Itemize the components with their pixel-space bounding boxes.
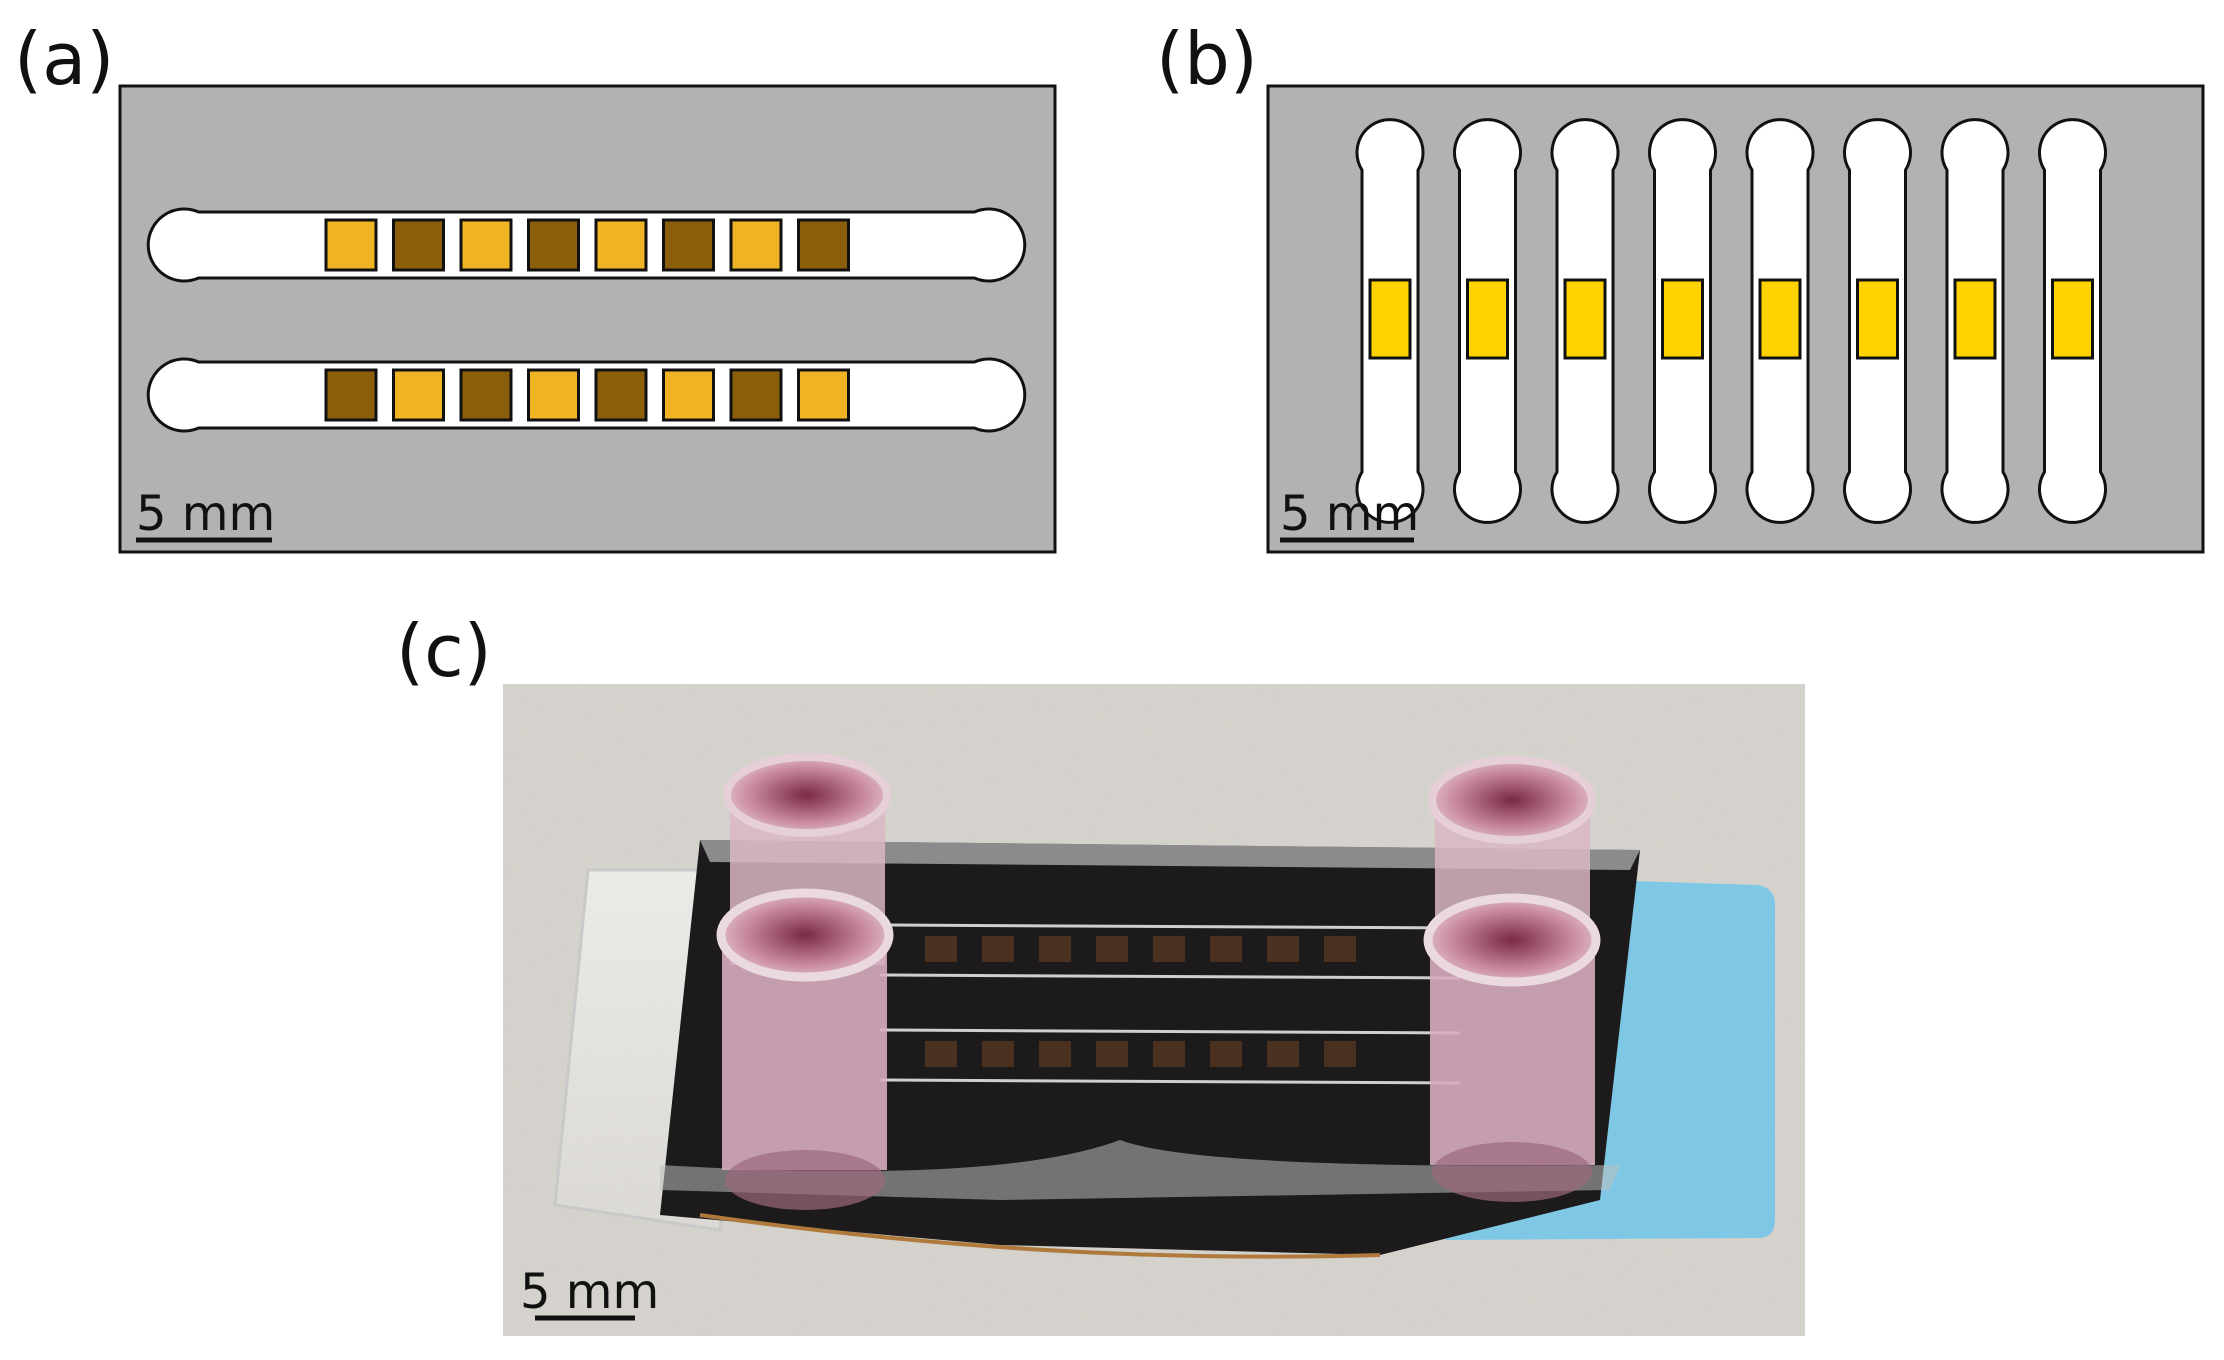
substrate-a [118, 84, 1057, 554]
panel-b: (b) 5 mm [1156, 17, 2205, 554]
panel-a: (a) 5 mm [14, 17, 1057, 554]
pad-b-8 [2051, 278, 2094, 360]
panel-c: (c) [396, 609, 1805, 1336]
photo-pad-1-8 [1324, 936, 1356, 962]
channel-a-2 [146, 357, 1027, 433]
scale-label-a: 5 mm [136, 486, 275, 542]
pad-a-1-2 [392, 218, 445, 272]
pad-a-2-2 [392, 368, 445, 422]
photo-pad-1-6 [1210, 936, 1242, 962]
photo-pad-1-1 [925, 936, 957, 962]
pads-a [324, 218, 850, 422]
reservoir-back-right [1428, 756, 1596, 960]
photo-pad-2-3 [1039, 1041, 1071, 1067]
pad-b-2 [1466, 278, 1509, 360]
photo-pad-1-2 [982, 936, 1014, 962]
pad-b-4 [1661, 278, 1704, 360]
pad-a-2-7 [729, 368, 783, 422]
photo-pad-2-8 [1324, 1041, 1356, 1067]
photo-pad-1-3 [1039, 936, 1071, 962]
photo-pad-1-5 [1153, 936, 1185, 962]
panel-label-b: (b) [1156, 17, 1258, 101]
pad-b-1 [1368, 278, 1412, 360]
photo-pad-1-4 [1096, 936, 1128, 962]
scale-label-b: 5 mm [1280, 486, 1419, 542]
pad-b-6 [1856, 278, 1899, 360]
reservoir-front-left [716, 888, 894, 1210]
photo-pad-2-1 [925, 1041, 957, 1067]
pad-a-1-8 [797, 218, 850, 272]
pads-b [1368, 278, 2094, 360]
pad-a-2-6 [662, 368, 715, 422]
reservoir-front-right [1423, 893, 1601, 1202]
pad-a-1-6 [662, 218, 715, 272]
pad-a-1-4 [527, 218, 580, 272]
pad-a-2-8 [797, 368, 850, 422]
pad-a-1-5 [594, 218, 648, 272]
pad-a-1-1 [324, 218, 378, 272]
panel-label-a: (a) [14, 17, 114, 101]
photo-pad-2-2 [982, 1041, 1014, 1067]
scale-label-c: 5 mm [520, 1264, 659, 1320]
pad-b-3 [1563, 278, 1607, 360]
photo-channel-line-4 [879, 1078, 1461, 1085]
pad-a-2-3 [459, 368, 513, 422]
photo-pad-2-4 [1096, 1041, 1128, 1067]
pad-b-7 [1953, 278, 1997, 360]
photo-pad-2-7 [1267, 1041, 1299, 1067]
photo-pad-1-7 [1267, 936, 1299, 962]
photo-pad-2-5 [1153, 1041, 1185, 1067]
photo-channel-line-1 [879, 923, 1461, 930]
pad-a-2-5 [594, 368, 648, 422]
photo-channel-line-2 [879, 973, 1461, 980]
channel-a-1 [146, 207, 1027, 283]
chip-body [660, 840, 1640, 1255]
pad-a-1-7 [729, 218, 783, 272]
pad-b-5 [1758, 278, 1802, 360]
photo-channel-line-3 [879, 1028, 1461, 1035]
photo-pads [925, 936, 1356, 1067]
pad-a-2-4 [527, 368, 580, 422]
pad-a-2-1 [324, 368, 378, 422]
pad-a-1-3 [459, 218, 513, 272]
panel-label-c: (c) [396, 609, 492, 693]
photo-pad-2-6 [1210, 1041, 1242, 1067]
